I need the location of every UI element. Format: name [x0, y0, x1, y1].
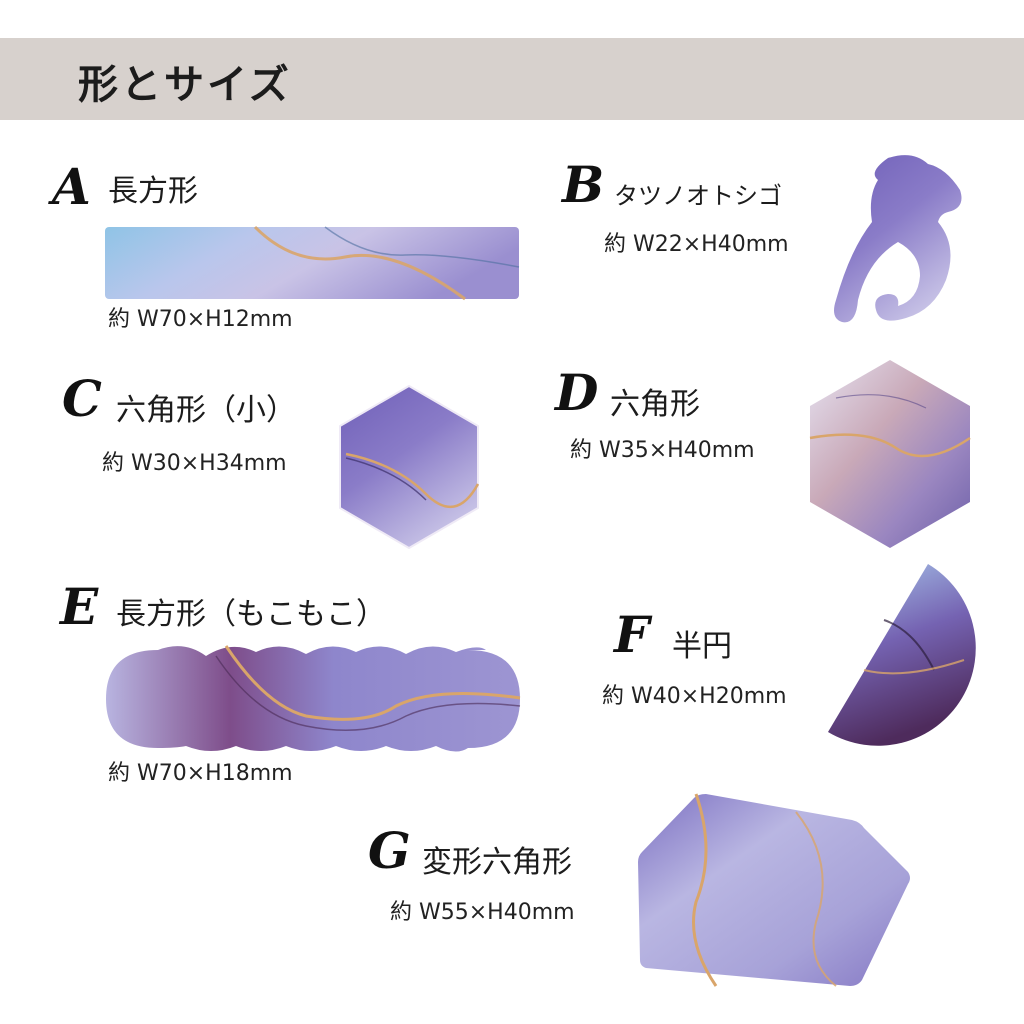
item-g-irregular-hexagon-shape — [638, 793, 910, 987]
item-b-letter: B — [562, 155, 605, 214]
page-title: 形とサイズ — [78, 62, 292, 108]
item-a-rectangle-shape — [105, 225, 520, 301]
item-b-size: 約 W22×H40mm — [604, 232, 789, 257]
item-c-hexagon-shape — [339, 385, 480, 549]
item-a-name: 長方形 — [108, 174, 198, 209]
item-e-name: 長方形（もこもこ） — [116, 597, 386, 632]
item-c-name: 六角形（小） — [116, 393, 296, 428]
item-e-wavy-rectangle-shape — [106, 645, 521, 752]
item-a-size: 約 W70×H12mm — [108, 307, 293, 332]
item-f-letter: F — [614, 605, 650, 664]
item-c-letter: C — [62, 369, 102, 428]
item-d-hexagon-shape — [809, 360, 971, 548]
item-b-seahorse-shape — [834, 155, 962, 323]
item-f-size: 約 W40×H20mm — [602, 684, 787, 709]
item-e-size: 約 W70×H18mm — [108, 761, 293, 786]
item-b-name: タツノオトシゴ — [614, 182, 782, 210]
item-f-name: 半円 — [672, 629, 732, 664]
item-d-letter: D — [555, 363, 599, 422]
item-g-name: 変形六角形 — [422, 845, 572, 880]
item-e-letter: E — [60, 577, 99, 636]
item-a-letter: A — [52, 157, 91, 216]
header-bar — [0, 38, 1024, 120]
item-d-name: 六角形 — [610, 387, 700, 422]
item-g-size: 約 W55×H40mm — [390, 900, 575, 925]
item-g-letter: G — [368, 821, 411, 880]
item-c-size: 約 W30×H34mm — [102, 451, 287, 476]
item-f-half-circle-shape — [828, 564, 976, 746]
item-d-size: 約 W35×H40mm — [570, 438, 755, 463]
